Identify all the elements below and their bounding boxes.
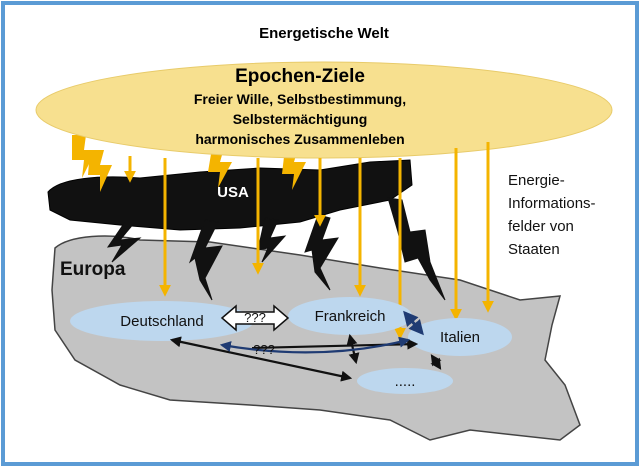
epochen-ziele-sphere (35, 61, 613, 159)
deutschland-ellipse (70, 301, 254, 341)
epochen-line-1: Freier Wille, Selbstbestimmung, (194, 91, 406, 107)
arrow-italien-other (430, 354, 442, 370)
side-note-line-3: felder von (508, 218, 574, 235)
yellow-lightning-icon (88, 150, 112, 192)
country-label-frankreich: Frankreich (315, 308, 386, 325)
black-lightning-icon (387, 197, 446, 301)
country-label-italien: Italien (440, 329, 480, 346)
arrow-deutschland-other (169, 336, 353, 382)
arrow-frankreich-italien (403, 310, 424, 336)
black-lightning-icon (106, 221, 142, 263)
other-country-ellipse (357, 368, 453, 394)
usa-label: USA (217, 184, 249, 201)
yellow-lightning-icon (282, 148, 306, 190)
unknown-relation-label-2: ??? (253, 342, 275, 357)
black-lightning-icon (188, 219, 223, 301)
yellow-lightning-icon (72, 135, 96, 178)
diagram-title: Energetische Welt (259, 25, 389, 42)
italien-ellipse (408, 318, 512, 356)
black-lightning-group (106, 197, 446, 301)
epochen-heading: Epochen-Ziele (235, 66, 365, 87)
yellow-lightning-group (72, 135, 306, 192)
double-arrow-deutschland-frankreich (220, 304, 290, 332)
side-note-line-4: Staaten (508, 241, 560, 258)
black-lightning-icon (257, 217, 287, 263)
black-lightning-icon (304, 214, 339, 291)
europa-label: Europa (60, 259, 126, 280)
epochen-line-3: harmonisches Zusammenleben (195, 131, 404, 147)
energy-rays (124, 142, 494, 340)
country-label-other: ..... (395, 373, 416, 390)
side-note-line-1: Energie- (508, 172, 565, 189)
yellow-lightning-icon (208, 148, 232, 188)
unknown-relation-label-1: ??? (244, 310, 266, 325)
frankreich-ellipse (288, 297, 412, 335)
epochen-line-2: Selbstermächtigung (233, 111, 368, 127)
side-note-line-2: Informations- (508, 195, 596, 212)
country-label-deutschland: Deutschland (120, 313, 203, 330)
arrow-deutschland-italien-curved (219, 336, 411, 354)
